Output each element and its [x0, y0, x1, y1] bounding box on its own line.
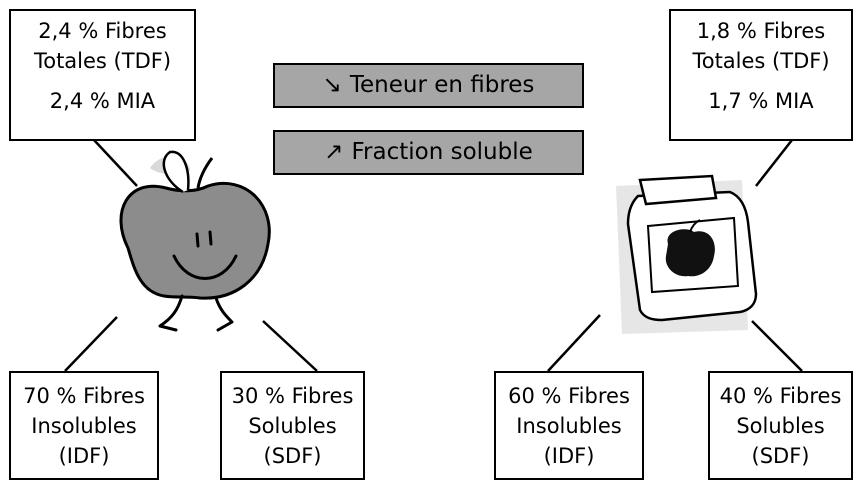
jar-insoluble-box: 60 % Fibres Insolubles (IDF) [494, 371, 644, 480]
jar-tdf-line2: Totales (TDF) [692, 49, 830, 73]
apple-insoluble-box: 70 % Fibres Insolubles (IDF) [9, 371, 159, 480]
jar-soluble-box: 40 % Fibres Solubles (SDF) [708, 371, 853, 480]
apple-character-illustration [119, 150, 271, 332]
jar-insoluble-line3: (IDF) [543, 444, 595, 468]
apple-insoluble-line1: 70 % Fibres [23, 384, 145, 408]
connector-line [93, 139, 138, 187]
connector-line [755, 139, 793, 187]
arrow-down-right-icon: ↘ [322, 72, 342, 98]
apple-total-fibres-box: 2,4 % Fibres Totales (TDF) 2,4 % MIA [9, 9, 196, 141]
jar-mia: 1,7 % MIA [708, 89, 814, 113]
banner-fibre-content-label: Teneur en fibres [349, 72, 535, 98]
apple-soluble-line2: Solubles [248, 414, 337, 438]
connector-line [547, 314, 601, 372]
connector-line [262, 320, 318, 372]
apple-soluble-line3: (SDF) [263, 444, 322, 468]
apple-soluble-line1: 30 % Fibres [231, 384, 354, 408]
banner-soluble-fraction-label: Fraction soluble [351, 139, 533, 165]
jar-soluble-line1: 40 % Fibres [719, 384, 842, 408]
jar-insoluble-line2: Insolubles [516, 414, 622, 438]
apple-mia: 2,4 % MIA [49, 89, 156, 113]
apple-tdf-line1: 2,4 % Fibres [38, 19, 167, 43]
jar-total-fibres-box: 1,8 % Fibres Totales (TDF) 1,7 % MIA [669, 9, 853, 141]
connector-line [751, 320, 803, 372]
jar-illustration [616, 174, 758, 334]
apple-insoluble-line3: (IDF) [58, 444, 110, 468]
banner-soluble-fraction: ↗ Fraction soluble [273, 130, 584, 175]
apple-tdf-line2: Totales (TDF) [33, 49, 172, 73]
banner-fibre-content: ↘ Teneur en fibres [273, 63, 584, 108]
jar-soluble-line3: (SDF) [751, 444, 810, 468]
connector-line [64, 316, 118, 372]
jar-tdf-line1: 1,8 % Fibres [696, 19, 826, 43]
apple-insoluble-line2: Insolubles [31, 414, 137, 438]
apple-soluble-box: 30 % Fibres Solubles (SDF) [220, 371, 365, 480]
jar-insoluble-line1: 60 % Fibres [508, 384, 630, 408]
jar-soluble-line2: Solubles [736, 414, 825, 438]
arrow-up-right-icon: ↗ [324, 139, 344, 165]
